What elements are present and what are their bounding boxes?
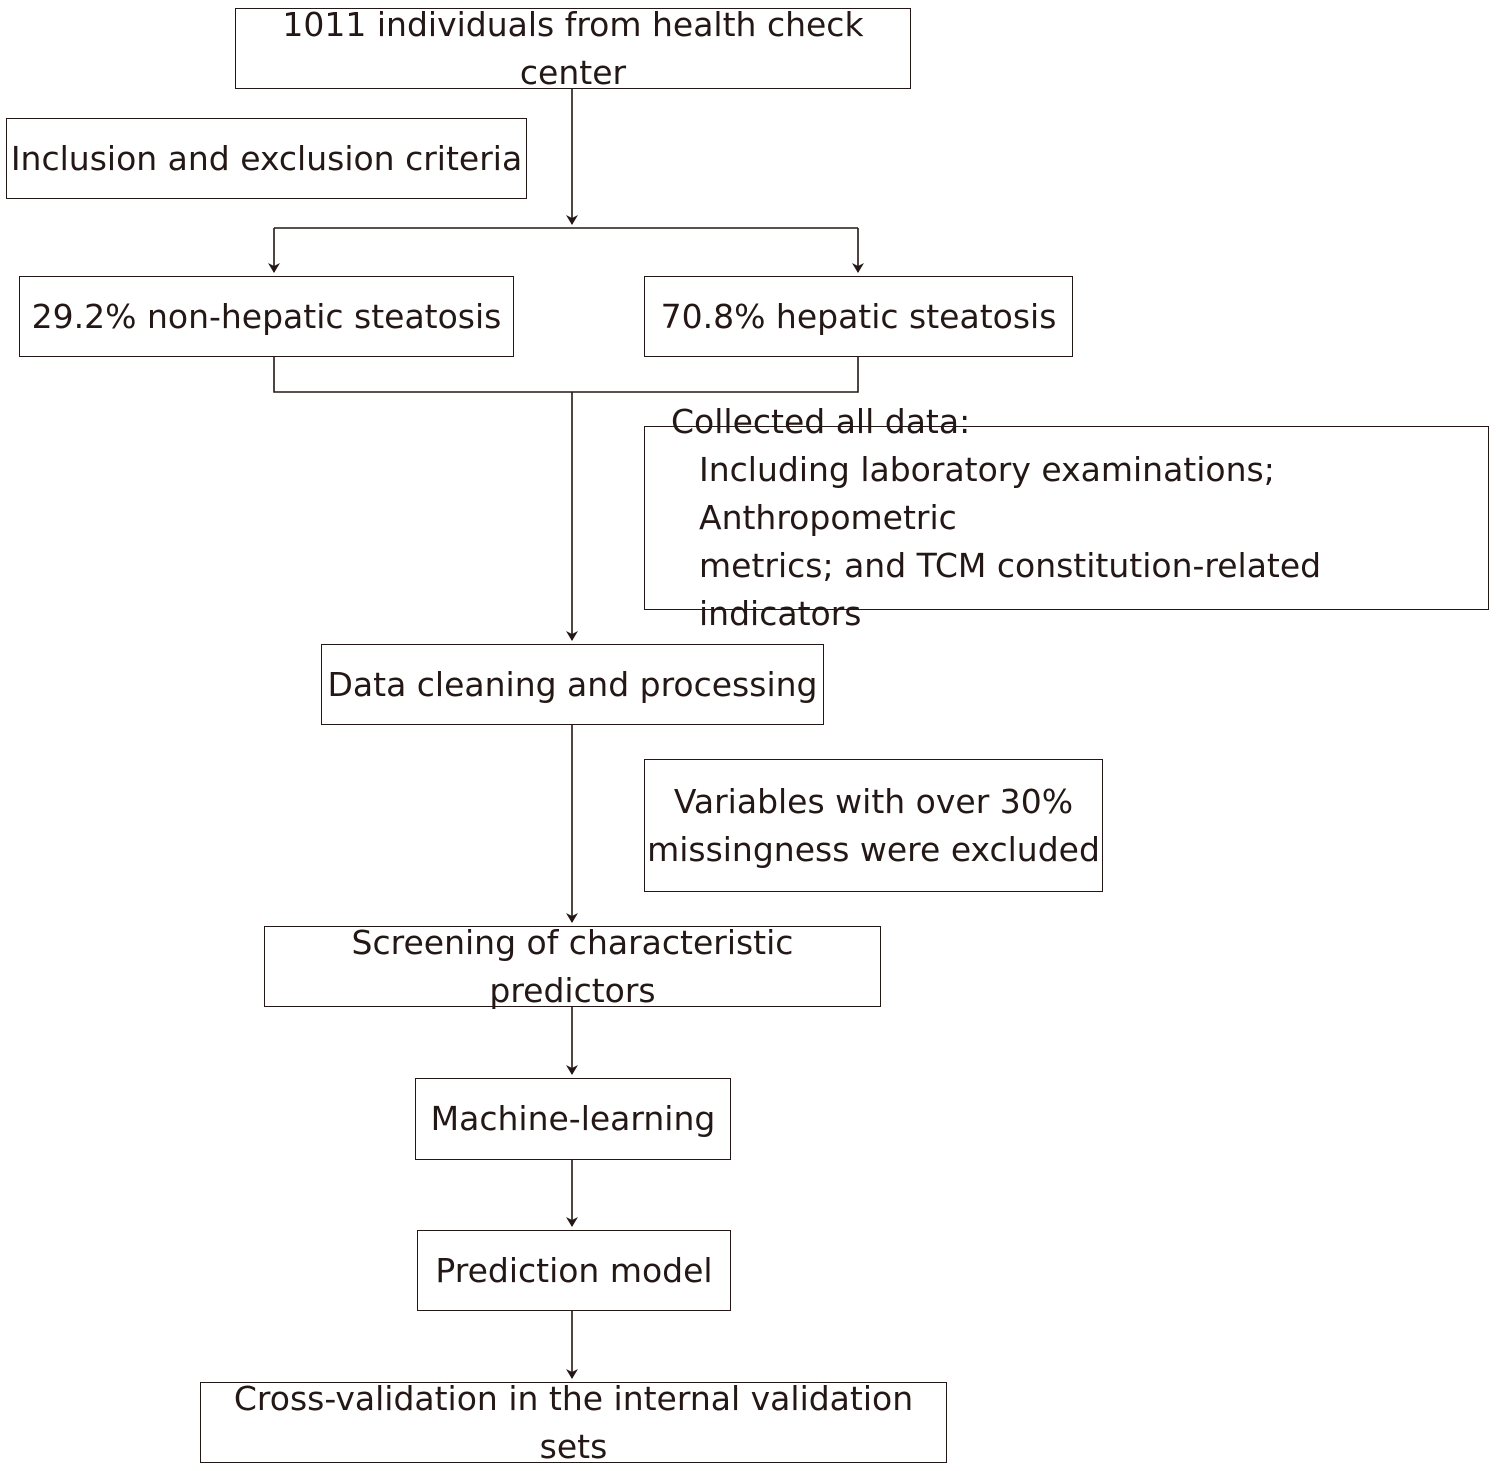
collected-data-box: Collected all data: Including laboratory… bbox=[644, 402, 1489, 633]
criteria-box: Inclusion and exclusion criteria bbox=[6, 118, 527, 199]
missingness-line2: missingness were excluded bbox=[647, 829, 1100, 869]
validation-box: Cross-validation in the internal validat… bbox=[200, 1379, 947, 1466]
machine-learning-label: Machine-learning bbox=[430, 1099, 716, 1138]
non-steatosis-box: 29.2% non-hepatic steatosis bbox=[19, 276, 514, 357]
collected-detail-line2: metrics; and TCM constitution-related in… bbox=[699, 546, 1322, 633]
missingness-line1: Variables with over 30% bbox=[673, 781, 1074, 821]
non-steatosis-label: 29.2% non-hepatic steatosis bbox=[31, 296, 502, 336]
collected-detail-line1: Including laboratory examinations; Anthr… bbox=[699, 450, 1275, 537]
machine-learning-box: Machine-learning bbox=[415, 1078, 731, 1160]
source-label: 1011 individuals from health check cente… bbox=[282, 4, 864, 92]
missingness-box: Variables with over 30% missingness were… bbox=[644, 759, 1103, 892]
steatosis-label: 70.8% hepatic steatosis bbox=[660, 296, 1057, 336]
steatosis-box: 70.8% hepatic steatosis bbox=[644, 276, 1073, 357]
criteria-label: Inclusion and exclusion criteria bbox=[10, 138, 523, 178]
screening-label: Screening of characteristic predictors bbox=[351, 922, 794, 1010]
prediction-model-label: Prediction model bbox=[435, 1250, 713, 1290]
merge-bracket bbox=[273, 356, 859, 393]
prediction-model-box: Prediction model bbox=[417, 1230, 731, 1311]
source-box: 1011 individuals from health check cente… bbox=[235, 5, 911, 92]
screening-box: Screening of characteristic predictors bbox=[264, 923, 881, 1010]
cleaning-box: Data cleaning and processing bbox=[321, 644, 824, 725]
cleaning-label: Data cleaning and processing bbox=[327, 664, 818, 704]
collected-heading: Collected all data: bbox=[671, 402, 971, 441]
validation-label: Cross-validation in the internal validat… bbox=[233, 1378, 914, 1466]
